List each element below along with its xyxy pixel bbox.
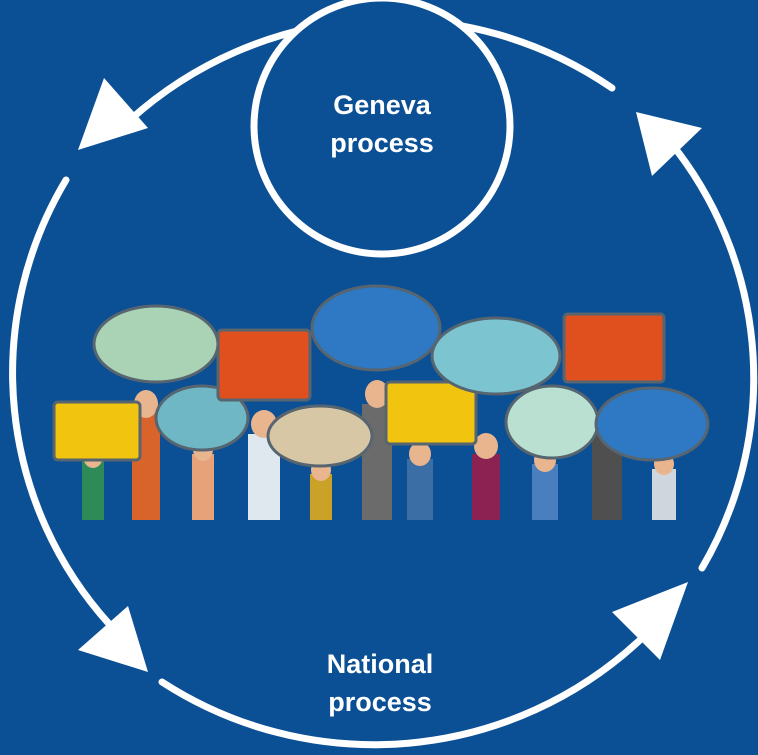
- teal-oval-bubble: [154, 384, 250, 452]
- arrow-top-right-icon: [636, 112, 702, 176]
- blue-oval-bubble: [310, 284, 442, 372]
- orange-square-bubble-2: [562, 312, 666, 384]
- arrow-bottom-right-icon: [612, 582, 688, 660]
- orange-square-bubble: [216, 328, 312, 402]
- right-arc: [674, 148, 758, 572]
- green-cloud-bubble: [92, 304, 220, 384]
- bottom-arc: [158, 636, 644, 749]
- national-line-1: National: [326, 649, 434, 679]
- arms: [82, 404, 676, 520]
- speech-bubbles: [52, 284, 710, 468]
- blue-cloud-bubble: [594, 386, 710, 462]
- beige-cloud-bubble: [266, 404, 374, 468]
- yellow-square-bubble-2: [384, 380, 478, 446]
- national-process-label: National process: [280, 645, 480, 721]
- mint-oval-bubble: [504, 384, 600, 460]
- left-arc: [9, 176, 114, 629]
- geneva-line-2: process: [330, 128, 434, 158]
- geneva-line-1: Geneva: [333, 90, 431, 120]
- arrow-bottom-left-icon: [78, 606, 148, 672]
- yellow-square-bubble: [52, 400, 142, 462]
- geneva-circle: [250, 0, 514, 258]
- geneva-process-label: Geneva process: [282, 86, 482, 162]
- speech-bubbles-crowd-image: [52, 284, 710, 520]
- national-line-2: process: [328, 687, 432, 717]
- teal-cloud-bubble: [430, 316, 562, 396]
- arrow-top-left-icon: [78, 78, 148, 150]
